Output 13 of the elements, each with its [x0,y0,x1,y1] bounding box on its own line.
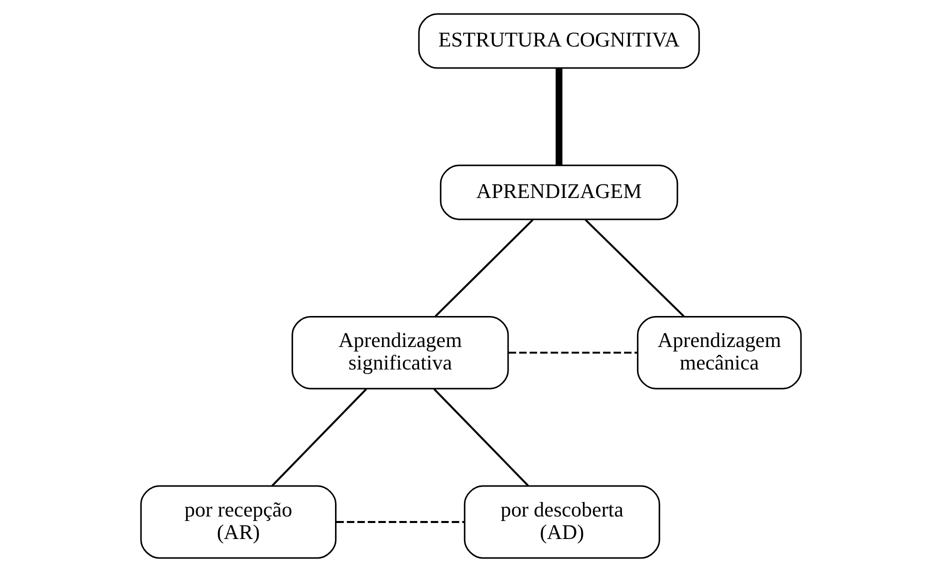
node-box: ESTRUTURA COGNITIVA [418,13,700,69]
connector [432,388,528,486]
node-box: Aprendizagem mecânica [636,316,802,390]
connector [434,219,533,317]
connector [555,68,562,166]
connector [584,219,684,317]
node-box: APRENDIZAGEM [439,164,678,220]
node-box: por descoberta (AD) [463,485,660,559]
connector [508,352,637,354]
connector [336,521,464,523]
connector [271,388,366,486]
node-box: Aprendizagem significativa [291,316,508,390]
node-box: por recepção (AR) [140,485,336,559]
